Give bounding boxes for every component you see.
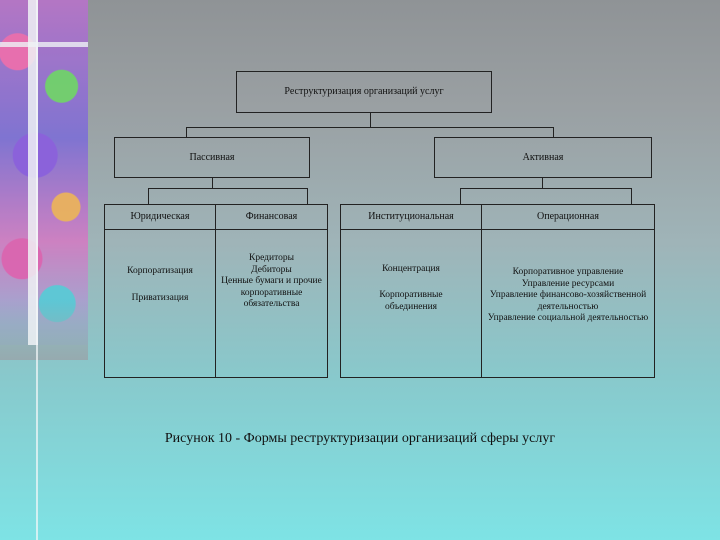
passive-node: Пассивная <box>114 137 310 178</box>
decorative-vertical-line <box>36 0 38 540</box>
institutional-node: Институциональная <box>340 204 482 230</box>
institutional-item-concentration: Концентрация <box>342 264 480 276</box>
connector <box>542 178 543 188</box>
connector <box>460 188 632 189</box>
legal-item-privatization: Приватизация <box>106 293 214 305</box>
connector <box>186 127 554 128</box>
financial-items: Кредиторы Дебиторы Ценные бумаги и прочи… <box>219 253 324 311</box>
connector <box>148 188 149 204</box>
decorative-fade <box>0 300 88 360</box>
legal-node: Юридическая <box>104 204 216 230</box>
decorative-side-image <box>0 0 88 345</box>
passive-node-label: Пассивная <box>190 152 235 164</box>
connector <box>307 188 308 204</box>
operational-items: Корпоративное управление Управление ресу… <box>484 267 652 325</box>
connector <box>370 113 371 127</box>
connector <box>460 188 461 204</box>
operational-node: Операционная <box>481 204 655 230</box>
decorative-horizontal-bar <box>0 42 88 47</box>
connector <box>186 127 187 137</box>
financial-node: Финансовая <box>215 204 328 230</box>
active-node-label: Активная <box>523 152 564 164</box>
connector <box>148 188 308 189</box>
legal-node-label: Юридическая <box>131 211 190 223</box>
figure-caption: Рисунок 10 - Формы реструктуризации орга… <box>0 431 720 447</box>
connector <box>212 178 213 188</box>
root-node: Реструктуризация организаций услуг <box>236 71 492 113</box>
legal-item-corporatization: Корпоратизация <box>106 266 214 278</box>
operational-node-label: Операционная <box>537 211 599 223</box>
root-node-label: Реструктуризация организаций услуг <box>284 86 443 98</box>
institutional-node-label: Институциональная <box>368 211 454 223</box>
connector <box>553 127 554 137</box>
financial-node-label: Финансовая <box>246 211 297 223</box>
active-node: Активная <box>434 137 652 178</box>
connector <box>631 188 632 204</box>
institutional-item-associations: Корпоративные объединения <box>362 290 460 313</box>
